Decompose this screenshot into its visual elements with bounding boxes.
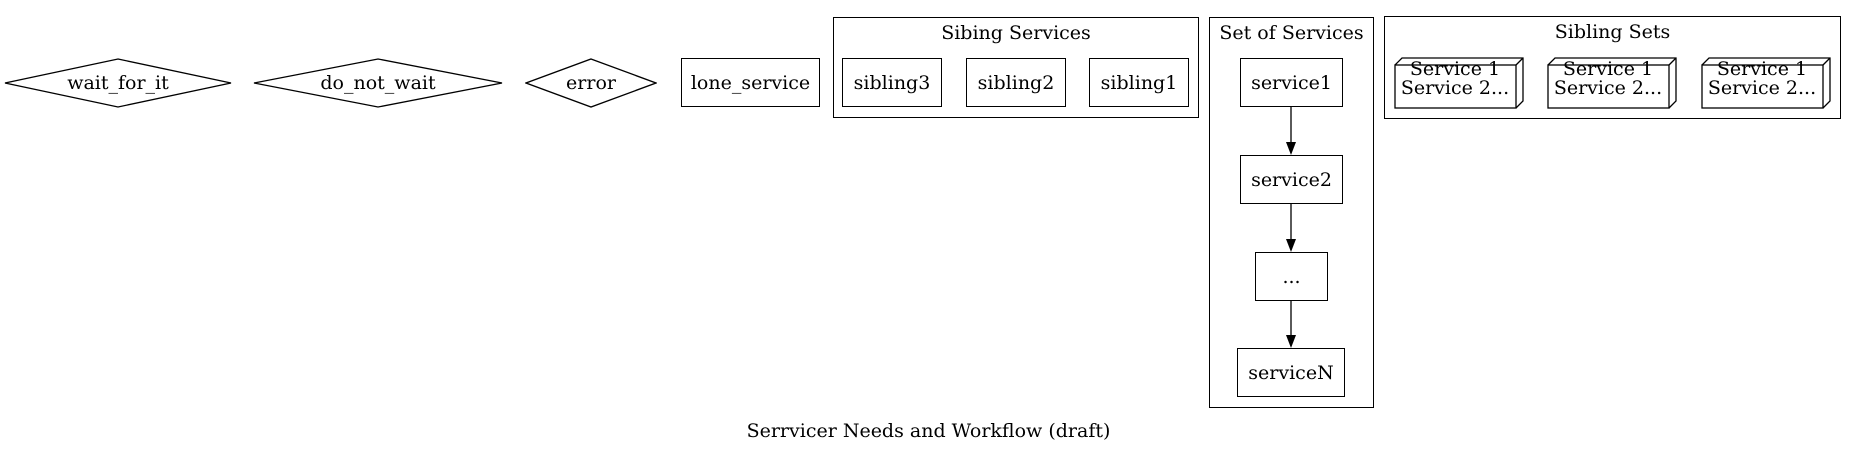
sibling-set-2-line1: Service 1 (1562, 58, 1654, 80)
ellipsis-label: ... (1282, 265, 1301, 288)
sibling3-label: sibling3 (853, 71, 931, 94)
sibling2-label: sibling2 (977, 71, 1055, 94)
service2-label: service2 (1251, 168, 1332, 191)
sibling-set-1: Service 1 Service 2... (1394, 57, 1524, 109)
do-not-wait-decision: do_not_wait (253, 58, 503, 108)
diamond-shape (253, 58, 503, 108)
sibling-set-2-line2: Service 2... (1553, 77, 1663, 99)
lone-service-label: lone_service (690, 71, 811, 94)
sibling1-node: sibling1 (1089, 58, 1189, 107)
ellipsis-node: ... (1255, 252, 1328, 301)
sibling-set-3-line1: Service 1 (1716, 58, 1808, 80)
serviceN-label: serviceN (1248, 361, 1334, 384)
service1-node: service1 (1240, 58, 1343, 107)
sibling-set-3-line2: Service 2... (1707, 77, 1817, 99)
sibling-set-1-label: Service 1 Service 2... (1394, 60, 1516, 98)
service2-node: service2 (1240, 155, 1343, 204)
sibling-services-cluster: Sibing Services (833, 17, 1199, 118)
diamond-shape (525, 58, 657, 108)
box3d-shape (1547, 57, 1677, 109)
wait-for-it-label: wait_for_it (67, 72, 169, 94)
sibling-set-3-label: Service 1 Service 2... (1701, 60, 1823, 98)
wait-for-it-decision: wait_for_it (4, 58, 232, 108)
sibling-services-title: Sibing Services (941, 22, 1091, 44)
box3d-shape (1394, 57, 1524, 109)
set-of-services-cluster: Set of Services (1209, 17, 1374, 408)
set-of-services-title: Set of Services (1219, 22, 1364, 44)
service1-label: service1 (1251, 71, 1332, 94)
diamond-shape (4, 58, 232, 108)
sibling-set-2: Service 1 Service 2... (1547, 57, 1677, 109)
sibling-sets-cluster: Sibling Sets (1384, 16, 1841, 119)
do-not-wait-label: do_not_wait (320, 72, 436, 94)
sibling-set-2-label: Service 1 Service 2... (1547, 60, 1669, 98)
diagram-caption: Serrvicer Needs and Workflow (draft) (746, 420, 1111, 442)
sibling3-node: sibling3 (842, 58, 942, 107)
error-decision: error (525, 58, 657, 108)
error-label: error (566, 72, 616, 94)
sibling1-label: sibling1 (1100, 71, 1178, 94)
sibling-set-1-line1: Service 1 (1409, 58, 1501, 80)
sibling-sets-title: Sibling Sets (1554, 21, 1671, 43)
sibling2-node: sibling2 (966, 58, 1066, 107)
serviceN-node: serviceN (1237, 348, 1345, 397)
lone-service-node: lone_service (681, 58, 820, 107)
sibling-set-1-line2: Service 2... (1400, 77, 1510, 99)
box3d-shape (1701, 57, 1831, 109)
sibling-set-3: Service 1 Service 2... (1701, 57, 1831, 109)
